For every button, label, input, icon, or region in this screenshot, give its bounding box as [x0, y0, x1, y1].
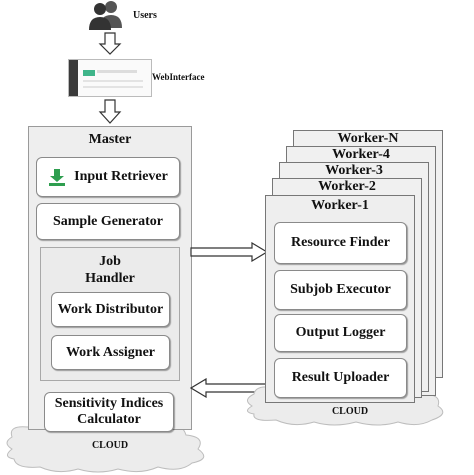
result-uploader-label: Result Uploader — [291, 370, 390, 385]
input-retriever-label: Input Retriever — [74, 169, 168, 184]
sensitivity-calculator-box: Sensitivity Indices Calculator — [44, 392, 174, 432]
workers-cloud-label: CLOUD — [331, 406, 369, 417]
sensitivity-label-line1: Sensitivity Indices — [54, 396, 164, 411]
worker-n-title: Worker-N — [337, 131, 399, 146]
output-logger-label: Output Logger — [295, 325, 386, 340]
users-icon — [89, 1, 122, 30]
arrow-users-to-web — [98, 32, 122, 55]
output-logger-box: Output Logger — [274, 314, 407, 352]
webinterface-screenshot — [68, 59, 152, 97]
arrow-web-to-master — [98, 99, 122, 124]
sample-generator-label: Sample Generator — [52, 213, 164, 229]
worker-3-title: Worker-3 — [325, 163, 383, 178]
subjob-executor-box: Subjob Executor — [274, 270, 407, 310]
resource-finder-label: Resource Finder — [291, 235, 390, 250]
download-icon — [49, 169, 66, 186]
master-title: Master — [88, 132, 132, 147]
job-handler-title-line2: Handler — [85, 271, 135, 286]
users-label: Users — [133, 10, 157, 21]
sensitivity-label-line2: Calculator — [77, 412, 141, 427]
resource-finder-box: Resource Finder — [274, 222, 407, 264]
sample-generator-box: Sample Generator — [36, 203, 180, 240]
arrow-master-to-workers — [190, 242, 269, 262]
job-handler-title: Job Handler — [40, 253, 180, 287]
work-assigner-label: Work Assigner — [65, 344, 156, 360]
result-uploader-box: Result Uploader — [274, 358, 407, 398]
work-distributor-box: Work Distributor — [51, 292, 170, 327]
worker-2-title: Worker-2 — [318, 179, 376, 194]
master-cloud-label: CLOUD — [91, 440, 129, 451]
input-retriever-box: Input Retriever — [36, 157, 180, 197]
worker-4-title: Worker-4 — [332, 147, 390, 162]
job-handler-title-line1: Job — [99, 254, 121, 269]
subjob-executor-label: Subjob Executor — [290, 282, 391, 297]
work-assigner-box: Work Assigner — [51, 335, 170, 370]
webinterface-label: WebInterface — [152, 72, 205, 82]
worker-1-title: Worker-1 — [311, 198, 369, 213]
work-distributor-label: Work Distributor — [57, 301, 164, 317]
